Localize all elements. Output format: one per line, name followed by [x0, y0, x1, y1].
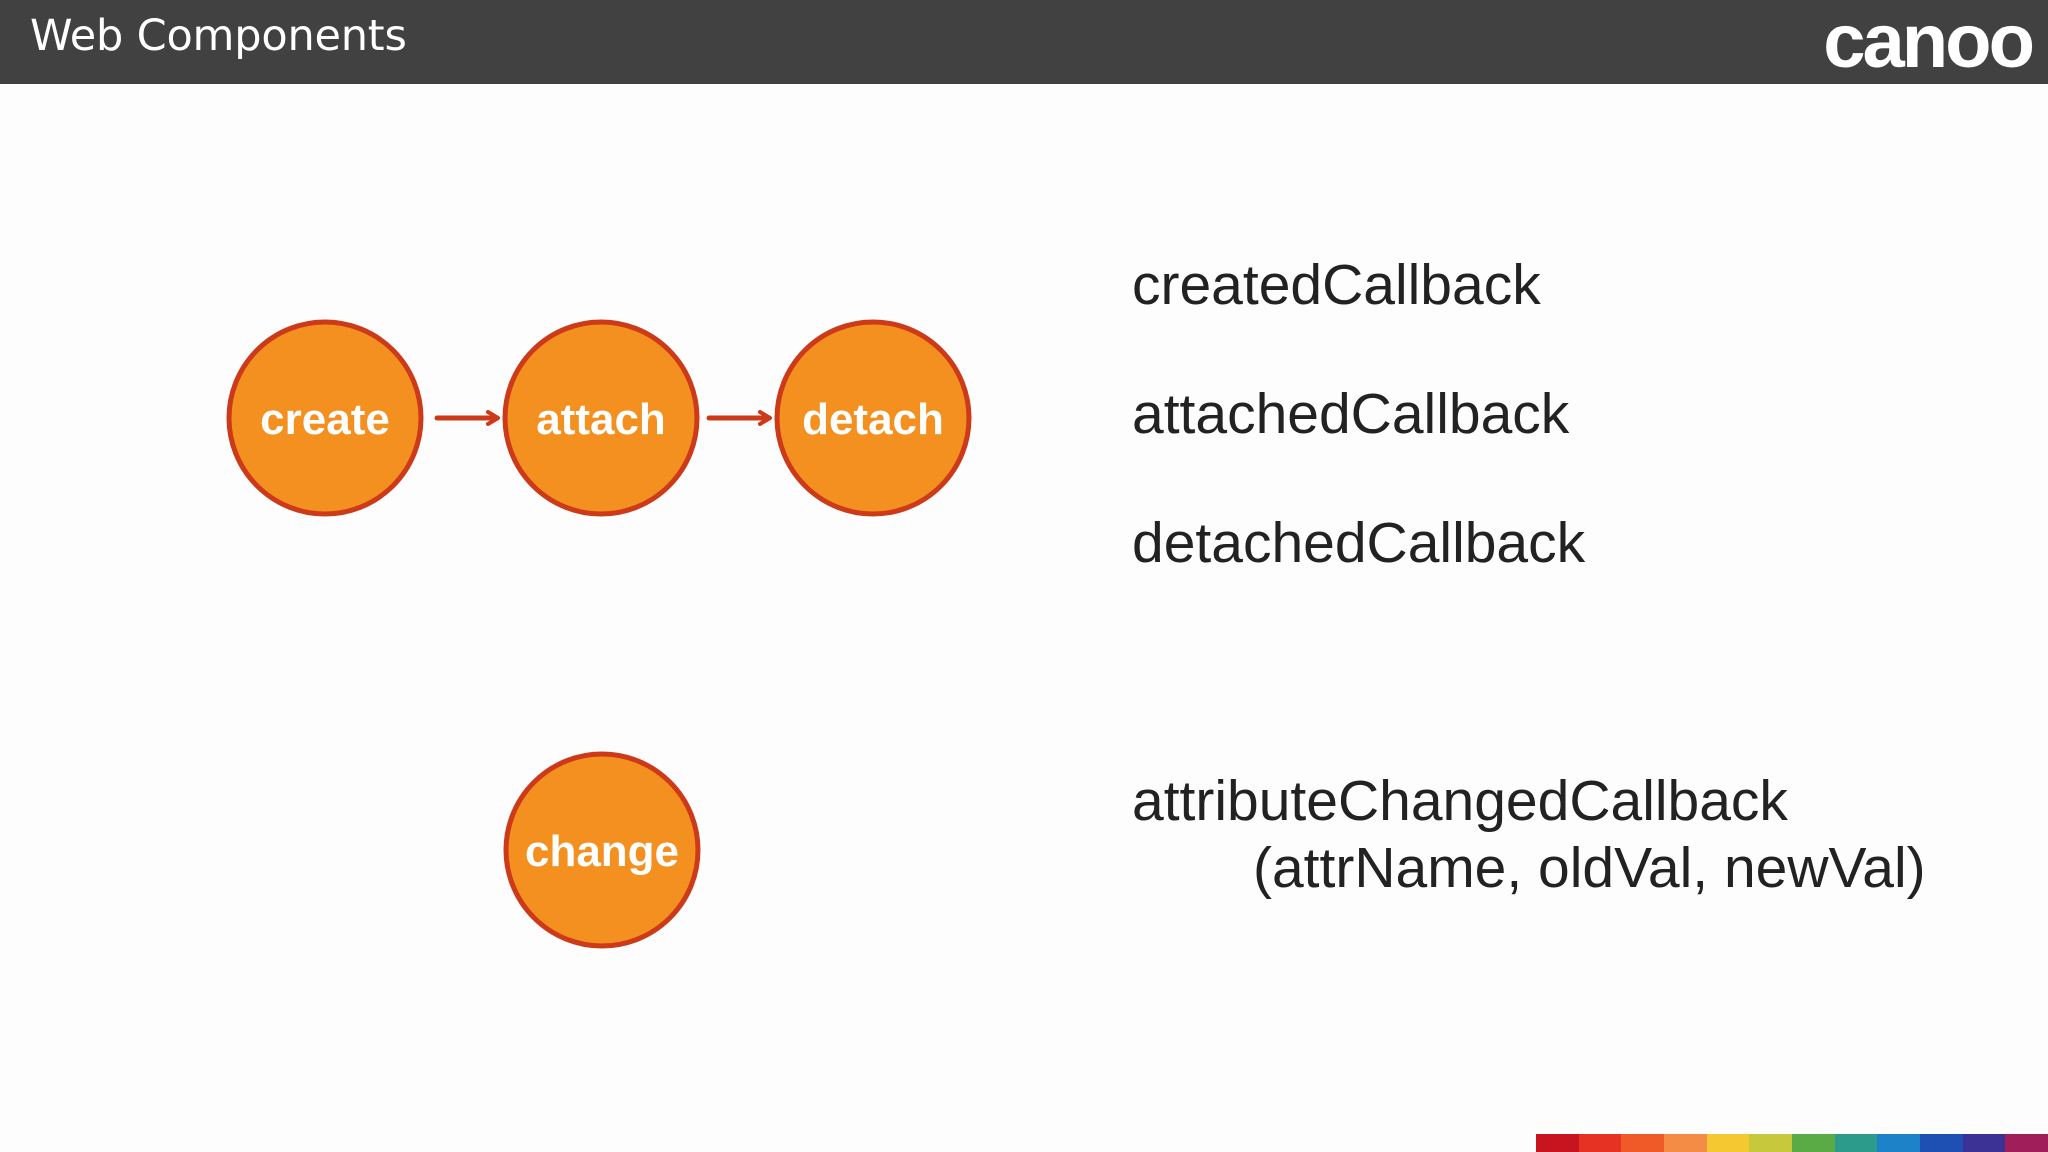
- color-strip-segment: [2005, 1134, 2048, 1152]
- attach-node: attach: [502, 319, 700, 517]
- color-strip-segment: [1962, 1134, 2006, 1152]
- color-strip-segment: [1578, 1134, 1622, 1152]
- color-strip-segment: [1834, 1134, 1878, 1152]
- color-strip-segment: [1920, 1134, 1963, 1152]
- change-label: change: [525, 827, 679, 876]
- change-node: change: [503, 751, 701, 949]
- detach-node: detach: [774, 319, 972, 517]
- slide-header: Web Components canoo: [0, 0, 2048, 84]
- attribute-changed-callback-text: attributeChangedCallback: [1132, 769, 1788, 833]
- color-strip-segment: [1706, 1134, 1750, 1152]
- color-strip-segment: [1749, 1134, 1793, 1152]
- attach-label: attach: [536, 395, 666, 444]
- attached-callback-text: attachedCallback: [1132, 382, 1570, 446]
- detach-label: detach: [802, 395, 944, 444]
- color-strip-segment: [1877, 1134, 1921, 1152]
- created-callback-text: createdCallback: [1132, 253, 1541, 317]
- create-label: create: [260, 395, 390, 444]
- canoo-logo: canoo: [1823, 0, 2035, 84]
- color-strip-segment: [1792, 1134, 1835, 1152]
- slide-title: Web Components: [30, 11, 407, 61]
- footer-color-strip: [1536, 1134, 2048, 1152]
- color-strip-segment: [1536, 1134, 1579, 1152]
- attribute-changed-args-text: (attrName, oldVal, newVal): [1253, 836, 1926, 900]
- color-strip-segment: [1664, 1134, 1707, 1152]
- color-strip-segment: [1621, 1134, 1665, 1152]
- detached-callback-text: detachedCallback: [1132, 511, 1586, 575]
- create-node: create: [226, 319, 424, 517]
